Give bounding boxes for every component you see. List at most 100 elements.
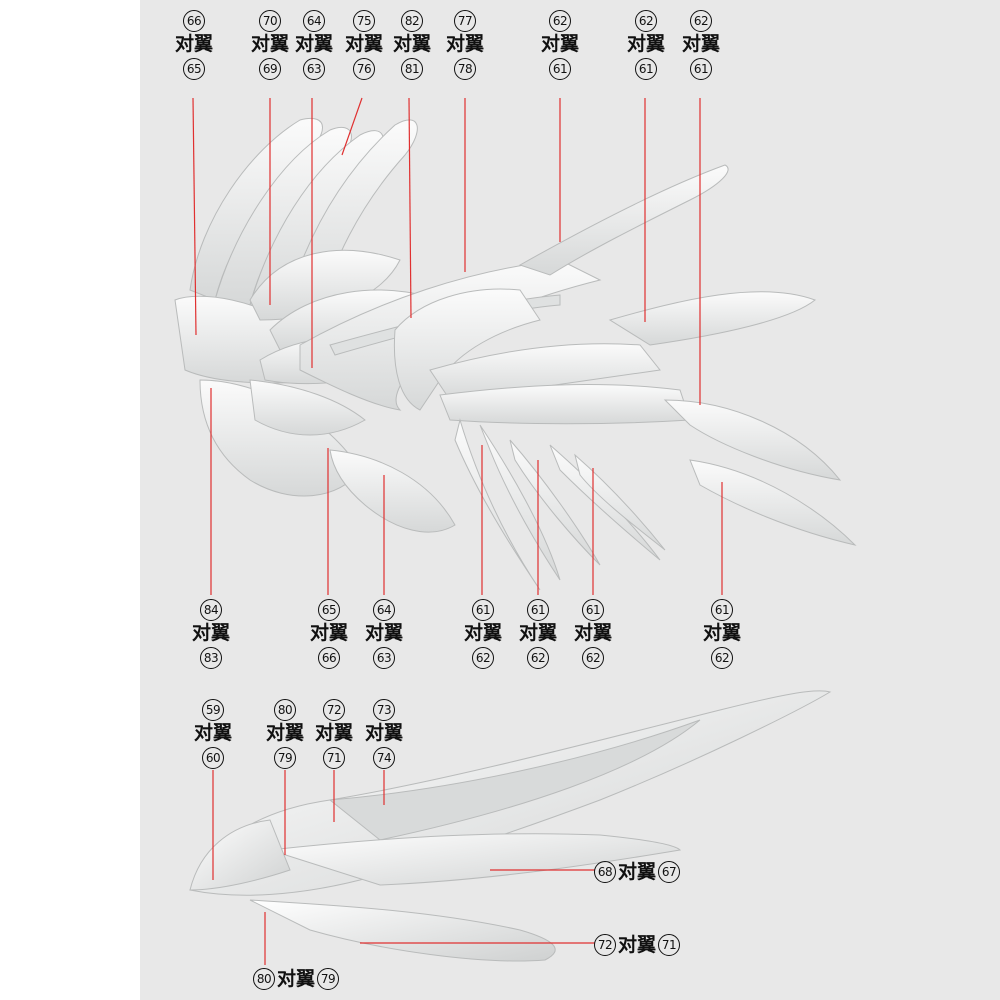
pair-word: 对翼 bbox=[174, 33, 213, 55]
leader-75 bbox=[341, 97, 363, 156]
part-number: 68 bbox=[594, 860, 616, 883]
part-number: 79 bbox=[317, 967, 340, 990]
part-number: 59 bbox=[202, 698, 224, 721]
pair-word: 对翼 bbox=[265, 722, 304, 744]
label-80-79: 80 对翼 79 bbox=[261, 697, 309, 769]
label-62-61-b: 62 对翼 61 bbox=[622, 8, 670, 80]
label-61-62-b: 61 对翼 62 bbox=[514, 597, 562, 669]
part-number: 61 bbox=[472, 598, 494, 621]
label-61-62-a: 61 对翼 62 bbox=[459, 597, 507, 669]
label-70-69: 70 对翼 69 bbox=[246, 8, 294, 80]
part-number: 62 bbox=[549, 9, 571, 32]
upper-wing bbox=[174, 118, 857, 591]
part-number: 65 bbox=[183, 57, 205, 80]
part-number: 62 bbox=[472, 646, 494, 669]
part-number: 74 bbox=[373, 746, 395, 769]
lower-feather-b bbox=[249, 899, 556, 962]
lower-wing-shade bbox=[328, 719, 701, 841]
part-number: 64 bbox=[303, 9, 325, 32]
part-number: 61 bbox=[711, 598, 733, 621]
label-84-83: 84 对翼 83 bbox=[187, 597, 235, 669]
pair-word: 对翼 bbox=[681, 33, 720, 55]
pair-word: 对翼 bbox=[344, 33, 383, 55]
part-number: 78 bbox=[454, 57, 476, 80]
part-number: 71 bbox=[658, 933, 681, 956]
label-64-63-b: 64 对翼 63 bbox=[360, 597, 408, 669]
part-number: 64 bbox=[373, 598, 395, 621]
part-number: 80 bbox=[274, 698, 296, 721]
lower-feather-3 bbox=[249, 379, 366, 436]
part-number: 61 bbox=[527, 598, 549, 621]
label-62-61-a: 62 对翼 61 bbox=[536, 8, 584, 80]
part-number: 82 bbox=[401, 9, 423, 32]
part-number: 71 bbox=[323, 746, 345, 769]
part-number: 63 bbox=[373, 646, 395, 669]
label-64-63: 64 对翼 63 bbox=[290, 8, 338, 80]
label-82-81: 82 对翼 81 bbox=[388, 8, 436, 80]
lower-feather-a bbox=[269, 833, 682, 886]
leader-lines bbox=[192, 97, 723, 965]
part-number: 61 bbox=[635, 57, 657, 80]
part-number: 62 bbox=[635, 9, 657, 32]
part-number: 83 bbox=[200, 646, 222, 669]
pair-word: 对翼 bbox=[250, 33, 289, 55]
label-77-78: 77 对翼 78 bbox=[441, 8, 489, 80]
part-number: 66 bbox=[183, 9, 205, 32]
part-number: 61 bbox=[690, 57, 712, 80]
pair-word: 对翼 bbox=[191, 622, 230, 644]
part-number: 80 bbox=[253, 967, 275, 990]
label-61-62-c: 61 对翼 62 bbox=[569, 597, 617, 669]
pair-word: 对翼 bbox=[392, 33, 431, 55]
pair-word: 对翼 bbox=[618, 860, 657, 883]
part-number: 81 bbox=[401, 57, 423, 80]
part-number: 69 bbox=[259, 57, 281, 80]
pair-word: 对翼 bbox=[626, 33, 665, 55]
part-number: 67 bbox=[658, 860, 681, 883]
part-number: 70 bbox=[259, 9, 281, 32]
part-number: 76 bbox=[353, 57, 375, 80]
pair-word: 对翼 bbox=[618, 933, 657, 956]
part-number: 75 bbox=[353, 9, 375, 32]
pair-word: 对翼 bbox=[463, 622, 502, 644]
label-59-60: 59 对翼 60 bbox=[189, 697, 237, 769]
part-number: 62 bbox=[527, 646, 549, 669]
part-number: 84 bbox=[200, 598, 222, 621]
part-number: 77 bbox=[454, 9, 476, 32]
label-61-62-d: 61 对翼 62 bbox=[698, 597, 746, 669]
part-number: 60 bbox=[202, 746, 224, 769]
label-65-66: 65 对翼 66 bbox=[305, 597, 353, 669]
hang-2 bbox=[479, 424, 561, 581]
part-number: 62 bbox=[582, 646, 604, 669]
lower-head bbox=[189, 819, 291, 891]
part-number: 65 bbox=[318, 598, 340, 621]
pair-word: 对翼 bbox=[445, 33, 484, 55]
part-number: 62 bbox=[690, 9, 712, 32]
primary-2 bbox=[608, 291, 817, 346]
primary-4 bbox=[689, 459, 857, 546]
hang-1 bbox=[454, 418, 541, 591]
hang-3 bbox=[509, 439, 601, 566]
primary-3 bbox=[663, 399, 842, 481]
label-73-74: 73 对翼 74 bbox=[360, 697, 408, 769]
pair-word: 对翼 bbox=[309, 622, 348, 644]
leader-66 bbox=[192, 97, 197, 336]
label-72-71: 72 对翼 71 bbox=[310, 697, 358, 769]
part-number: 72 bbox=[594, 933, 616, 956]
pair-word: 对翼 bbox=[702, 622, 741, 644]
label-66-65: 66 对翼 65 bbox=[170, 8, 218, 80]
primary-1 bbox=[518, 164, 729, 276]
pair-word: 对翼 bbox=[518, 622, 557, 644]
hinge-block bbox=[393, 288, 541, 411]
part-number: 72 bbox=[323, 698, 345, 721]
lower-feather-2 bbox=[329, 449, 456, 533]
pair-word: 对翼 bbox=[364, 622, 403, 644]
label-62-61-c: 62 对翼 61 bbox=[677, 8, 725, 80]
leader-82 bbox=[408, 97, 412, 319]
pair-word: 对翼 bbox=[277, 967, 316, 990]
pair-word: 对翼 bbox=[573, 622, 612, 644]
